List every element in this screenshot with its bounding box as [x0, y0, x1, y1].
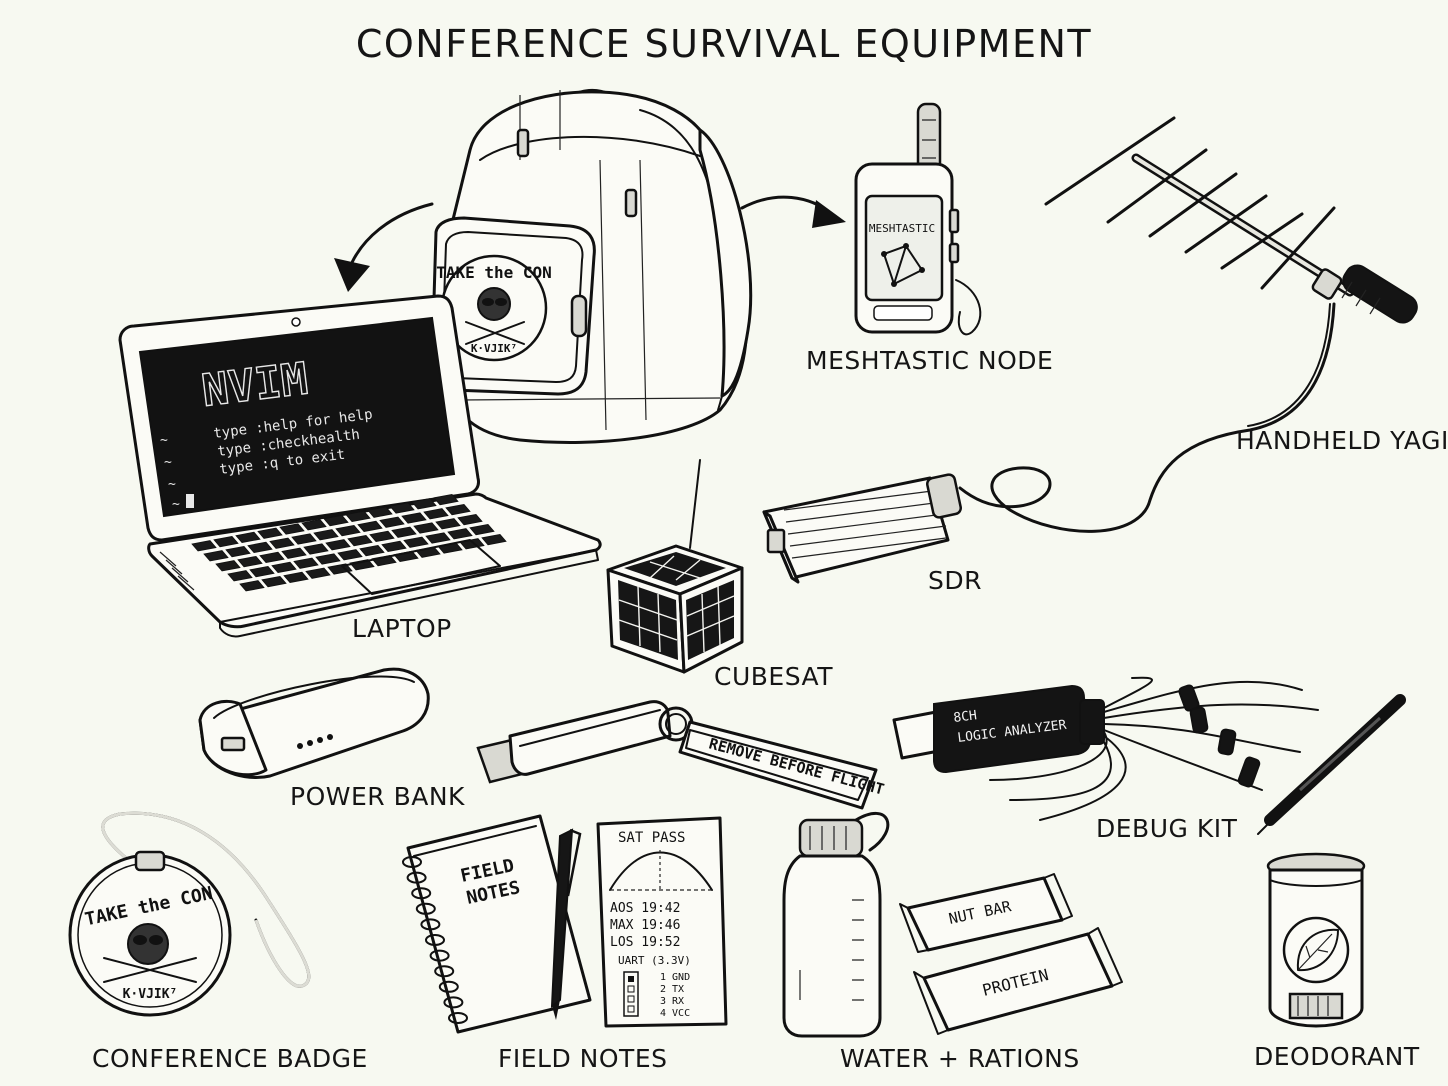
arrow-to-meshtastic: [740, 195, 846, 228]
label-conference-badge: CONFERENCE BADGE: [92, 1044, 368, 1073]
sat-pass-card: SAT PASS AOS 19:42 MAX 19:46 LOS 19:52 U…: [596, 816, 728, 1028]
sdr-dongle: [762, 473, 962, 584]
label-handheld-yagi: HANDHELD YAGI: [1236, 426, 1448, 455]
power-bank: [198, 667, 430, 780]
coax-cable: [958, 302, 1336, 533]
sat-pass-max: MAX 19:46: [610, 918, 680, 933]
cubesat: [606, 459, 744, 674]
uart-pin-2: 2 TX: [660, 984, 684, 995]
handheld-yagi: [1044, 116, 1418, 324]
svg-text:~: ~: [172, 497, 180, 512]
label-sdr: SDR: [928, 566, 982, 595]
logic-analyzer-channels: 8CH: [953, 708, 978, 726]
label-water-rations: WATER + RATIONS: [840, 1044, 1080, 1073]
label-meshtastic-node: MESHTASTIC NODE: [806, 346, 1054, 375]
field-notes-notebook: FIELD NOTES: [402, 814, 592, 1034]
debug-kit: [989, 676, 1406, 835]
svg-text:~: ~: [164, 455, 172, 470]
badge-callsign: K·VJIK⁷: [123, 987, 178, 1002]
nut-bar: NUT BAR: [899, 873, 1073, 953]
backpack-patch-callsign: K·VJIK⁷: [471, 342, 517, 355]
deodorant: [1266, 852, 1366, 1028]
logic-analyzer: 8CH LOGIC ANALYZER: [892, 684, 1105, 774]
label-debug-kit: DEBUG KIT: [1096, 814, 1238, 843]
meshtastic-node: MESHTASTIC: [854, 102, 982, 336]
notebook-spiral: [402, 856, 468, 1024]
backpack-patch-text: TAKE the CON: [436, 263, 552, 282]
label-cubesat: CUBESAT: [714, 662, 833, 691]
backpack: TAKE the CON K·VJIK⁷: [430, 88, 753, 444]
label-deodorant: DEODORANT: [1254, 1042, 1420, 1071]
laptop-keyboard: [191, 493, 507, 592]
label-field-notes: FIELD NOTES: [498, 1044, 668, 1073]
uart-title: UART (3.3V): [618, 954, 691, 967]
svg-text:~: ~: [168, 477, 176, 492]
uart-pin-4: 4 VCC: [660, 1008, 690, 1019]
arrow-to-laptop: [334, 202, 434, 292]
water-bottle: [782, 812, 890, 1038]
nvim-tilde: ~: [160, 433, 168, 448]
conference-badge: TAKE the CON K·VJIK⁷: [68, 811, 311, 1017]
meshtastic-screen-text: MESHTASTIC: [869, 222, 935, 235]
sat-pass-los: LOS 19:52: [610, 935, 680, 950]
sat-pass-aos: AOS 19:42: [610, 901, 680, 916]
uart-pin-1: 1 GND: [660, 972, 690, 983]
usb-drive-with-tag: REMOVE BEFORE FLIGHT: [476, 700, 886, 810]
label-power-bank: POWER BANK: [290, 782, 465, 811]
page-title: CONFERENCE SURVIVAL EQUIPMENT: [355, 22, 1093, 66]
protein-bar: PROTEIN: [913, 927, 1123, 1035]
sat-pass-title: SAT PASS: [618, 830, 685, 846]
label-laptop: LAPTOP: [352, 614, 452, 643]
laptop: NVIM type :help for help type :checkheal…: [118, 294, 602, 638]
uart-pin-3: 3 RX: [660, 996, 684, 1007]
